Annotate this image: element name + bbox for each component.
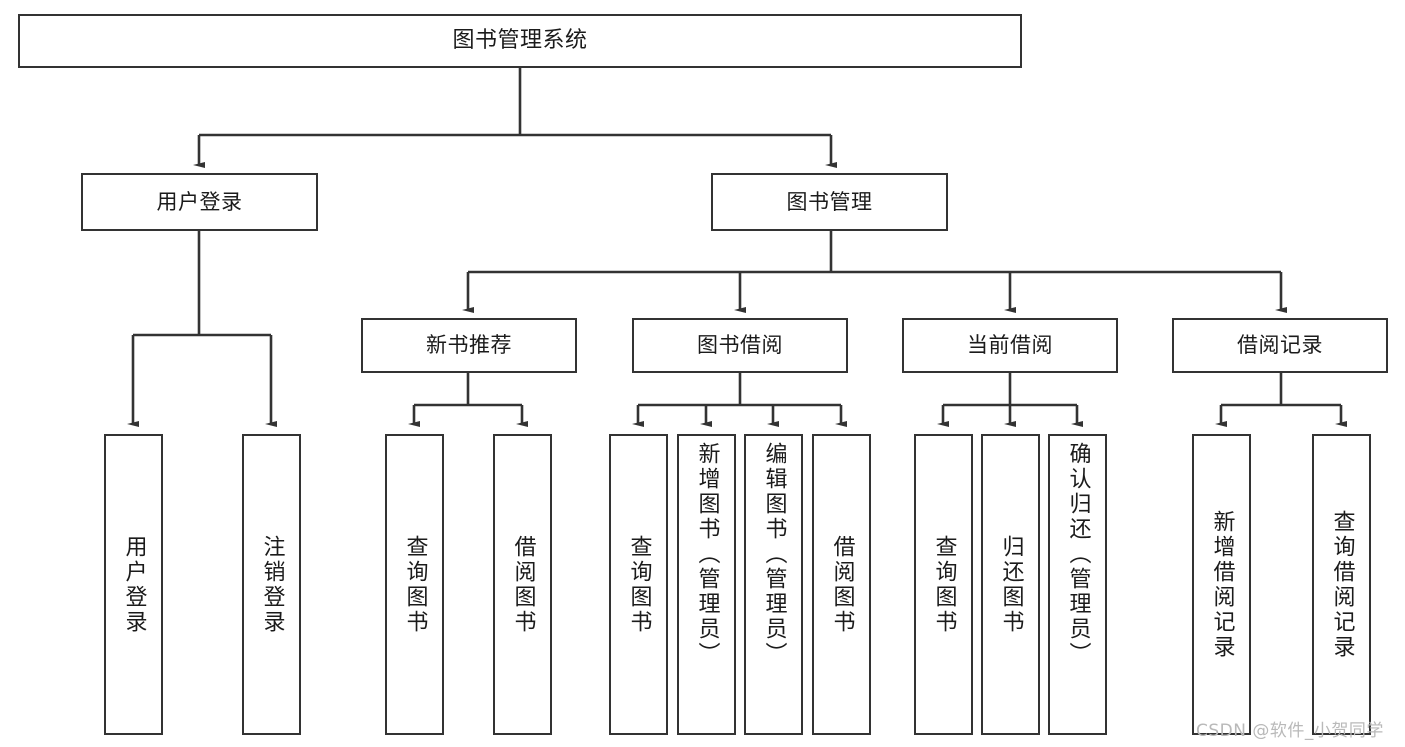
leaf-confirm-return-admin[interactable]: 确认归还（管理员） [1048,434,1107,735]
node-label: 查询图书 [931,534,957,635]
node-label: 图书管理 [786,189,873,214]
node-label: 借阅记录 [1237,333,1323,358]
node-label: 新增借阅记录 [1209,509,1235,660]
node-label: 图书借阅 [697,333,783,358]
node-label: 用户登录 [156,189,243,214]
leaf-query-book-borrow[interactable]: 查询图书 [609,434,668,735]
node-label: 当前借阅 [967,333,1053,358]
leaf-borrow-book-recommend[interactable]: 借阅图书 [493,434,552,735]
leaf-query-borrow-record[interactable]: 查询借阅记录 [1312,434,1371,735]
node-root-system[interactable]: 图书管理系统 [18,14,1022,68]
node-label: 查询借阅记录 [1329,509,1355,660]
leaf-add-borrow-record[interactable]: 新增借阅记录 [1192,434,1251,735]
node-new-book-recommend[interactable]: 新书推荐 [361,318,577,373]
leaf-borrow-book[interactable]: 借阅图书 [812,434,871,735]
csdn-watermark: CSDN @软件_小贺同学 [1196,721,1384,741]
node-label: 借阅图书 [510,534,536,635]
node-label: 确认归还（管理员） [1065,442,1091,667]
node-book-borrow[interactable]: 图书借阅 [632,318,848,373]
leaf-query-book-current[interactable]: 查询图书 [914,434,973,735]
node-label: 归还图书 [998,534,1024,635]
node-user-login[interactable]: 用户登录 [81,173,318,231]
leaf-user-login[interactable]: 用户登录 [104,434,163,735]
leaf-return-book[interactable]: 归还图书 [981,434,1040,735]
node-borrow-record[interactable]: 借阅记录 [1172,318,1388,373]
node-label: 新书推荐 [426,333,512,358]
leaf-logout[interactable]: 注销登录 [242,434,301,735]
leaf-query-book-recommend[interactable]: 查询图书 [385,434,444,735]
leaf-add-book-admin[interactable]: 新增图书（管理员） [677,434,736,735]
node-book-management[interactable]: 图书管理 [711,173,948,231]
node-label: 编辑图书（管理员） [761,442,787,667]
node-current-borrow[interactable]: 当前借阅 [902,318,1118,373]
leaf-edit-book-admin[interactable]: 编辑图书（管理员） [744,434,803,735]
node-label: 查询图书 [402,534,428,635]
node-label: 借阅图书 [829,534,855,635]
node-label: 用户登录 [121,534,147,635]
node-label: 图书管理系统 [452,28,588,54]
node-label: 查询图书 [626,534,652,635]
node-label: 新增图书（管理员） [694,442,720,667]
node-label: 注销登录 [259,534,285,635]
